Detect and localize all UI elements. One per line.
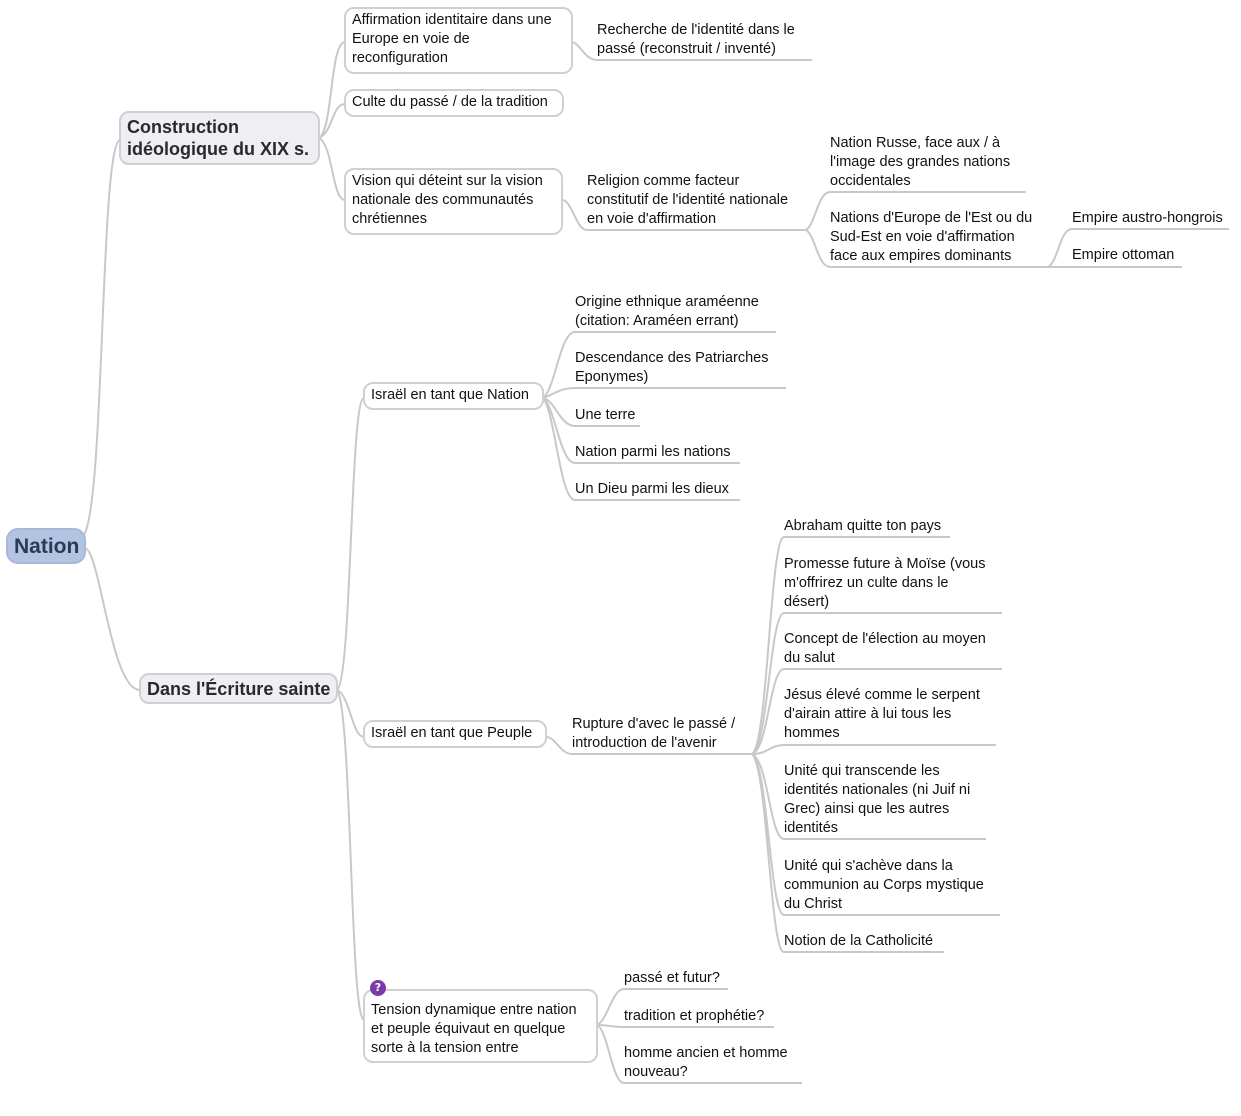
node-dieu-parmi-dieux[interactable]: Un Dieu parmi les dieux [575, 481, 729, 497]
node-abraham[interactable]: Abraham quitte ton pays [784, 518, 942, 534]
node-religion-facteur[interactable]: Religion comme facteur constitutif de l'… [587, 173, 789, 227]
node-descendance-patriarches[interactable]: Descendance des Patriarches Eponymes) [575, 350, 769, 385]
node-catholicite[interactable]: Notion de la Catholicité [784, 933, 934, 949]
node-israel-peuple[interactable]: Israël en tant que Peuple [363, 720, 547, 748]
node-empire-austro-hongrois[interactable]: Empire austro-hongrois [1072, 210, 1223, 226]
root-node-nation[interactable]: Nation [6, 528, 86, 564]
node-nation-parmi-nations[interactable]: Nation parmi les nations [575, 444, 731, 460]
node-ecriture-sainte[interactable]: Dans l'Écriture sainte [139, 673, 338, 704]
node-culte-passe[interactable]: Culte du passé / de la tradition [344, 89, 564, 117]
node-origine-ethnique[interactable]: Origine ethnique araméenne (citation: Ar… [575, 294, 759, 329]
node-affirmation-identitaire[interactable]: Affirmation identitaire dans une Europe … [344, 7, 573, 74]
node-une-terre[interactable]: Une terre [575, 407, 636, 423]
question-icon[interactable]: ? [370, 980, 386, 996]
node-construction-ideologique[interactable]: Construction idéologique du XIX s. [119, 111, 320, 165]
node-tradition-prophetie[interactable]: tradition et prophétie? [624, 1008, 765, 1024]
node-empire-ottoman[interactable]: Empire ottoman [1072, 247, 1175, 263]
node-homme-ancien[interactable]: homme ancien et homme nouveau? [624, 1045, 788, 1080]
node-israel-nation[interactable]: Israël en tant que Nation [363, 382, 544, 410]
node-unite-transcende[interactable]: Unité qui transcende les identités natio… [784, 763, 971, 836]
node-recherche-identite[interactable]: Recherche de l'identité dans le passé (r… [597, 22, 795, 57]
node-nation-russe[interactable]: Nation Russe, face aux / à l'image des g… [830, 135, 1011, 189]
node-passe-futur[interactable]: passé et futur? [624, 970, 720, 986]
node-rupture-passe[interactable]: Rupture d'avec le passé / introduction d… [572, 716, 736, 751]
node-tension-dynamique[interactable]: Tension dynamique entre nation et peuple… [363, 989, 598, 1063]
node-unite-acheve[interactable]: Unité qui s'achève dans la communion au … [784, 858, 984, 912]
node-promesse-moise[interactable]: Promesse future à Moïse (vous m'offrirez… [784, 556, 986, 610]
node-jesus-serpent[interactable]: Jésus élevé comme le serpent d'airain at… [784, 687, 980, 741]
node-concept-election[interactable]: Concept de l'élection au moyen du salut [784, 631, 986, 666]
node-nations-europe-est[interactable]: Nations d'Europe de l'Est ou du Sud-Est … [830, 210, 1033, 264]
node-vision-communautes[interactable]: Vision qui déteint sur la vision nationa… [344, 168, 563, 235]
